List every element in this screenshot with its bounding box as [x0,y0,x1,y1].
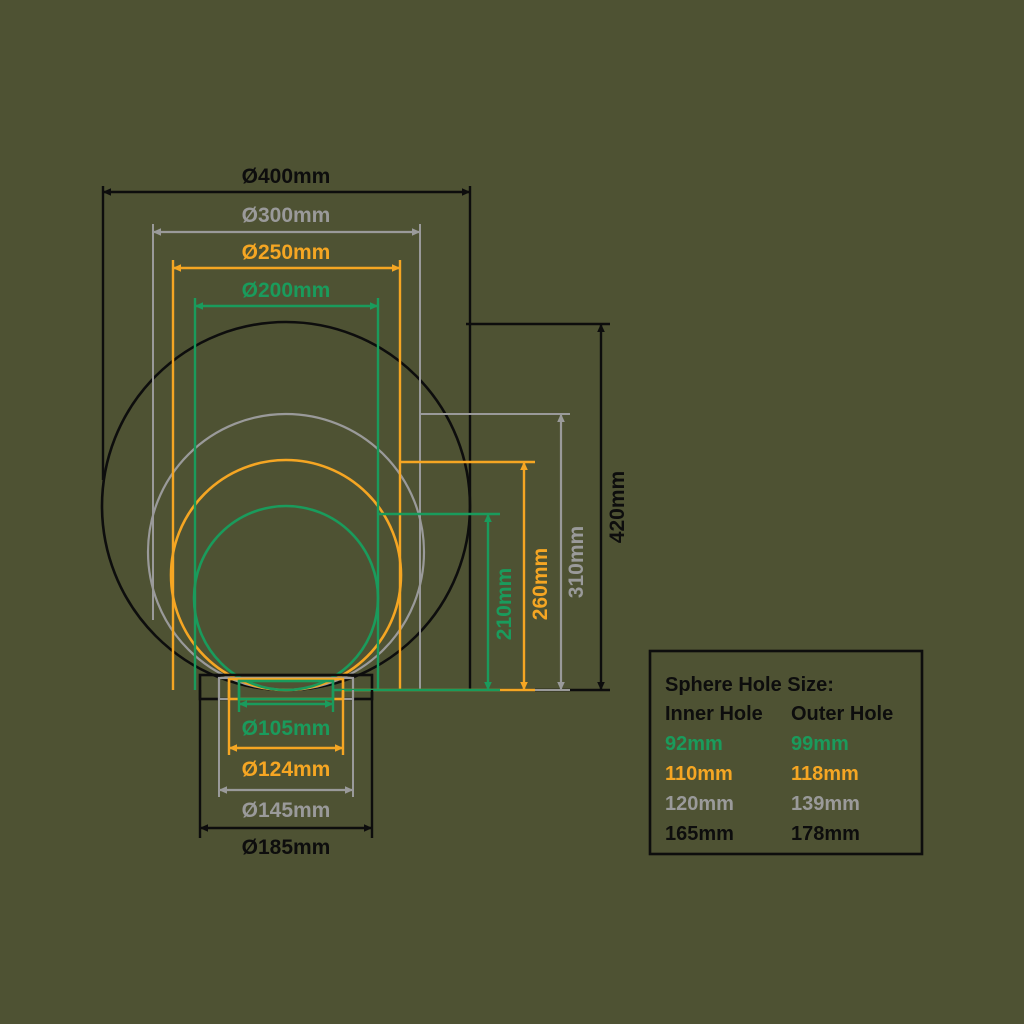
legend-outer-value-2: 118mm [791,763,859,785]
dim-label-250: Ø250mm [242,241,331,264]
sphere-outline-200 [192,504,380,692]
legend-outer-value-3: 139mm [791,793,860,815]
dimension-400: Ø400mm [101,165,472,690]
dimension-200: Ø200mm [193,279,380,690]
legend-title: Sphere Hole Size: [665,674,834,696]
dim-label-124: Ø124mm [242,758,331,781]
dim-label-300: Ø300mm [242,204,331,227]
dim-label-185: Ø185mm [242,836,331,859]
dimension-height-210: 210mm [333,512,516,692]
dimension-250: Ø250mm [171,241,402,690]
sphere-outline-300 [146,412,426,692]
dimension-105: Ø105mm [237,690,335,740]
legend-border [648,649,924,856]
dimension-300: Ø300mm [152,204,421,690]
dimension-124: Ø124mm [227,690,345,781]
legend-inner-value-3: 120mm [665,793,734,815]
dim-label-310: 310mm [565,526,588,598]
dim-label-210: 210mm [493,568,516,640]
sphere-group [100,320,472,692]
dim-label-200: Ø200mm [242,279,331,302]
dim-label-145: Ø145mm [242,799,331,822]
legend-outer-value-1: 99mm [791,733,849,755]
legend-header-inner: Inner Hole [665,703,763,725]
dimension-145: Ø145mm [218,690,354,822]
dim-label-420: 420mm [606,471,629,543]
legend-inner-value-2: 110mm [665,763,733,785]
base-group [198,673,374,701]
legend-box: Sphere Hole Size: Inner Hole Outer Hole … [648,649,924,856]
legend-outer-value-4: 178mm [791,823,860,845]
legend-header-outer: Outer Hole [791,703,893,725]
dim-label-105: Ø105mm [242,717,331,740]
sphere-outline-250 [169,458,403,692]
dim-label-400: Ø400mm [242,165,331,188]
dimension-185: Ø185mm [198,690,374,859]
legend-inner-value-1: 92mm [665,733,723,755]
dim-label-260: 260mm [529,548,552,620]
legend-inner-value-4: 165mm [665,823,734,845]
